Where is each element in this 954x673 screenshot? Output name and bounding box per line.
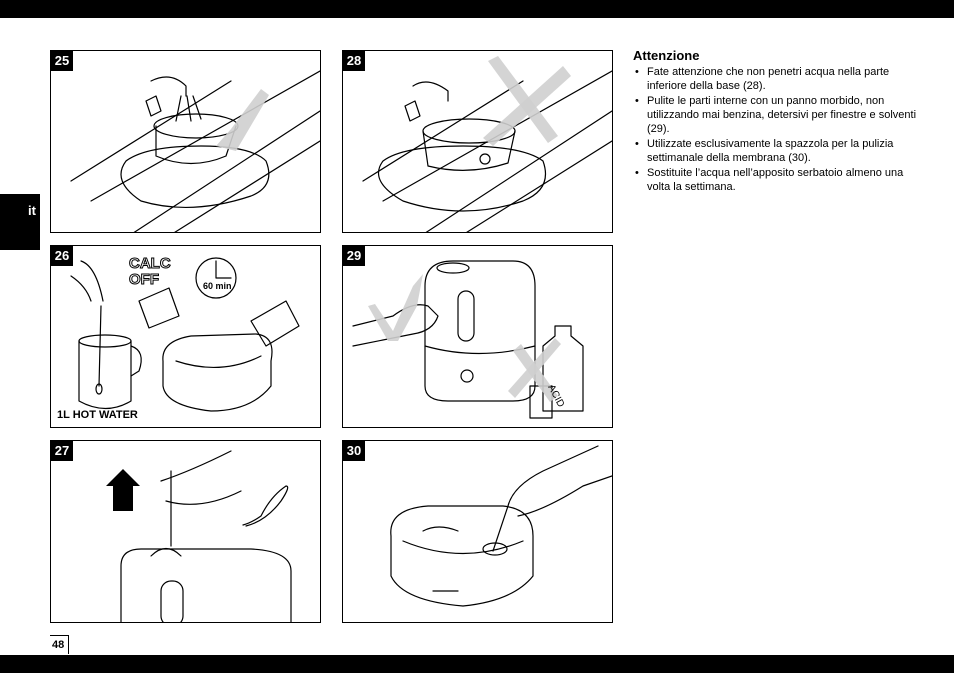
timer-label: 60 min [203,281,232,291]
packet-label-2: OFF [129,271,159,288]
panel-30: 30 [342,440,613,623]
packet-label: CALC [129,255,171,272]
attention-item: Fate attenzione che non penetri acqua ne… [633,65,923,93]
attention-title: Attenzione [633,48,700,63]
sink-base-wrong-illustration [362,56,612,232]
bottom-bar [0,655,954,673]
remove-float-illustration [106,450,292,622]
panel-number: 27 [51,441,73,461]
panel-number: 29 [343,246,365,266]
attention-item: Sostituite l’acqua nell’apposito serbato… [633,166,923,194]
panel-number: 26 [51,246,73,266]
panel-caption: 1L HOT WATER [57,409,138,421]
panel-25: 25 [50,50,321,233]
language-tab: it [0,194,40,250]
panel-number: 30 [343,441,365,461]
attention-section: Attenzione Fate attenzione che non penet… [633,48,923,195]
attention-item: Utilizzate esclusivamente la spazzola pe… [633,137,923,165]
descale-illustration: CALC OFF [70,255,300,412]
panel-number: 28 [343,51,365,71]
panel-26: CALC OFF 60 min 26 1L HOT WATER [50,245,321,428]
sink-rinse-illustration [70,70,320,232]
panel-28: 28 [342,50,613,233]
top-bar [0,0,954,18]
language-code: it [28,203,36,218]
panel-number: 25 [51,51,73,71]
brush-membrane-illustration [390,445,612,607]
page-number: 48 [50,635,69,654]
up-arrow-icon [106,469,140,511]
wipe-tank-illustration [352,260,584,419]
panel-27: 27 [50,440,321,623]
panel-29: ACID 29 [342,245,613,428]
attention-item: Pulite le parti interne con un panno mor… [633,94,923,136]
attention-list: Fate attenzione che non penetri acqua ne… [633,65,923,194]
